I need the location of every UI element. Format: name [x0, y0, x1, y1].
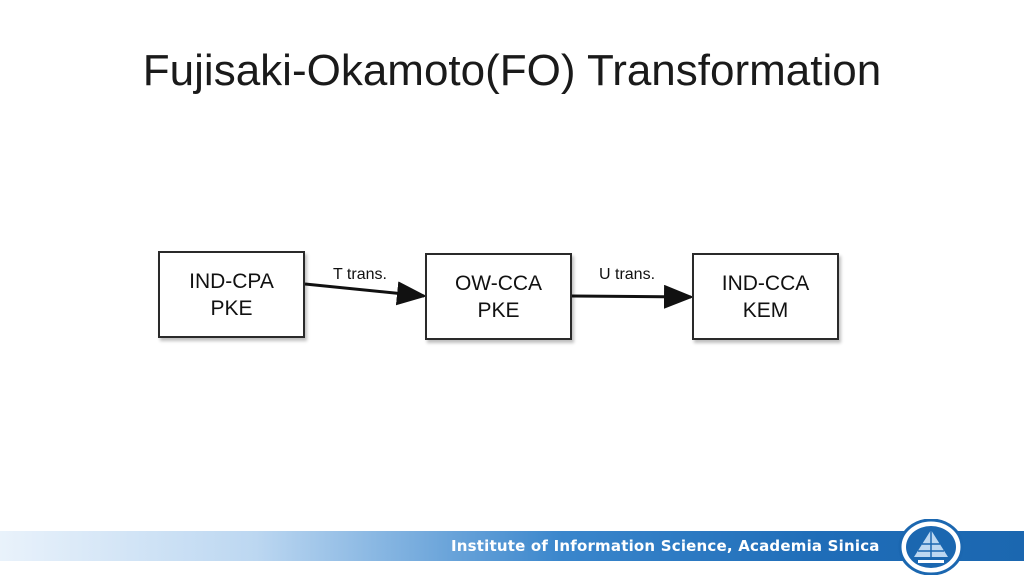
arrow-u-trans: [571, 284, 694, 309]
node-label-line2: KEM: [742, 298, 789, 322]
node-label-line2: PKE: [210, 296, 253, 320]
arrow-t-trans: [304, 281, 427, 306]
academia-sinica-logo-icon: [898, 519, 964, 575]
edge-label-u-trans: U trans.: [599, 266, 656, 283]
node-label-line1: OW-CCA: [454, 271, 543, 295]
footer-institution: Institute of Information Science, Academ…: [451, 537, 880, 555]
node-ow-cca-pke: OW-CCA PKE: [425, 253, 572, 340]
footer-bar: [0, 531, 1024, 561]
node-label-line2: PKE: [477, 298, 520, 322]
node-ind-cpa-pke: IND-CPA PKE: [158, 251, 305, 338]
node-ind-cca-kem: IND-CCA KEM: [692, 253, 839, 340]
node-label-line1: IND-CPA: [189, 269, 274, 293]
node-label-line1: IND-CCA: [721, 271, 810, 295]
slide-title: Fujisaki-Okamoto(FO) Transformation: [142, 46, 882, 95]
edge-label-t-trans: T trans.: [333, 266, 387, 283]
